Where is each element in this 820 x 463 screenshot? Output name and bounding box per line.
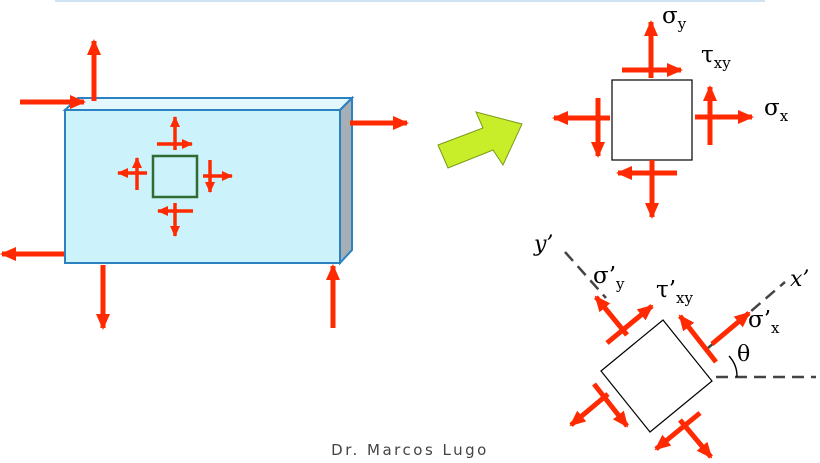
arrow-sigma-x-prime-neg [569,392,610,427]
theta-arc [728,355,738,378]
label-sigma-y-prime: σ’y [593,263,625,293]
arrow-tau-x-prime-neg [592,382,629,428]
label-tau-xy: τxy [701,42,731,72]
label-sigma-y: σy [662,3,687,33]
arrow-tau-y-prime [605,304,654,345]
label-x-prime-axis: x’ [790,267,809,292]
arrow-sigma-x-prime [710,311,751,346]
label-theta: θ [737,342,750,367]
label-sigma-x-prime: σ’x [748,307,780,337]
plate [62,95,355,266]
plate-load-arrows [0,39,409,330]
stress-element-xy: σy τxy σx [552,3,789,219]
element-square [611,79,693,161]
x-prime-axis [707,281,786,349]
element-square-small [151,154,199,199]
label-tau-xy-prime: τ’xy [656,277,694,307]
transition-arrow [437,111,523,169]
label-sigma-x: σx [764,95,789,125]
plate-top-face [62,97,355,111]
y-prime-axis [564,251,607,299]
stress-element-rotated: y’ x’ σ’y τ’xy σ’x θ [533,232,816,459]
label-y-prime-axis: y’ [533,232,553,257]
author-footer: Dr. Marcos Lugo [331,441,489,459]
plate-element [117,116,233,237]
arrow-tau-y-prime-neg [654,411,702,451]
arrow-tau-x-prime [678,314,718,364]
plate-front-face [64,109,341,264]
element-square-rotated [600,319,713,433]
